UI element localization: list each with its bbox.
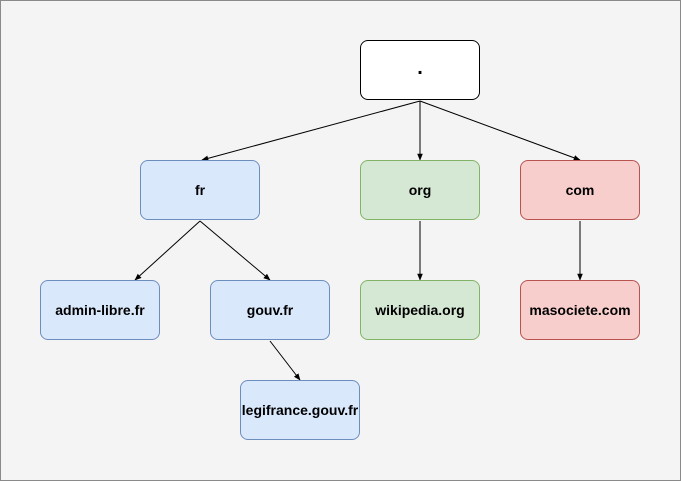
edge-fr-gouv [199, 220, 271, 281]
edge-root-com [419, 100, 581, 161]
edge-gouv-legifrance [269, 340, 301, 381]
node-org-label: org [408, 182, 432, 198]
node-wikipedia[interactable]: wikipedia.org [360, 280, 480, 340]
node-wikipedia-label: wikipedia.org [375, 302, 465, 318]
edge-fr-admin-libre [134, 220, 201, 281]
node-fr[interactable]: fr [140, 160, 260, 220]
node-legifrance[interactable]: legifrance.gouv.fr [240, 380, 360, 440]
node-admin-libre-label: admin-libre.fr [55, 302, 145, 318]
node-gouv[interactable]: gouv.fr [210, 280, 330, 340]
node-masociete-label: masociete.com [529, 302, 631, 318]
edge-root-fr [201, 100, 421, 162]
node-com-label: com [565, 182, 595, 198]
node-gouv-label: gouv.fr [246, 302, 294, 318]
node-com[interactable]: com [520, 160, 640, 220]
node-admin-libre[interactable]: admin-libre.fr [40, 280, 160, 340]
node-legifrance-label: legifrance.gouv.fr [241, 402, 359, 418]
node-masociete[interactable]: masociete.com [520, 280, 640, 340]
node-org[interactable]: org [360, 160, 480, 220]
node-root-label: . [417, 56, 423, 79]
node-root[interactable]: . [360, 40, 480, 100]
node-fr-label: fr [194, 182, 206, 198]
